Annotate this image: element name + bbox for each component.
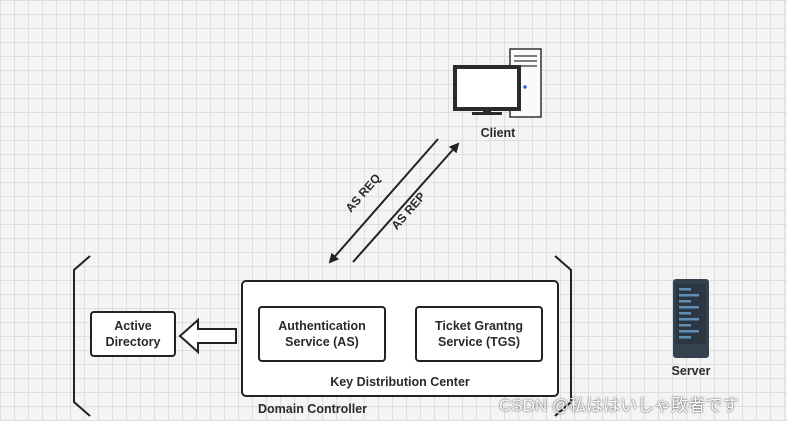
domain-controller-label: Domain Controller bbox=[258, 402, 368, 416]
as-rep-arrow bbox=[352, 142, 460, 263]
active-directory-label-line1: Active bbox=[114, 319, 152, 333]
client-label: Client bbox=[480, 126, 516, 140]
active-directory-label-line2: Directory bbox=[105, 335, 161, 349]
domain-bracket-right bbox=[554, 255, 572, 417]
csdn-watermark: CSDN @私ははいしゃ敗者です bbox=[499, 396, 740, 415]
as-req-arrow bbox=[328, 138, 439, 264]
server-rack-icon bbox=[673, 279, 709, 358]
kdc-to-ad-arrow bbox=[178, 317, 237, 355]
authentication-service-box: Authentication Service (AS) bbox=[258, 306, 386, 362]
ticket-granting-service-label-line2: Service (TGS) bbox=[438, 335, 520, 349]
ticket-granting-service-label-line1: Ticket Grantng bbox=[435, 319, 523, 333]
authentication-service-label-line1: Authentication bbox=[278, 319, 366, 333]
ticket-granting-service-box: Ticket Grantng Service (TGS) bbox=[415, 306, 543, 362]
domain-bracket-left bbox=[73, 255, 91, 417]
client-computer-icon bbox=[453, 48, 542, 118]
authentication-service-label-line2: Service (AS) bbox=[285, 335, 359, 349]
server-label: Server bbox=[671, 364, 711, 378]
key-distribution-center-label: Key Distribution Center bbox=[330, 375, 470, 389]
active-directory-box: Active Directory bbox=[90, 311, 176, 357]
